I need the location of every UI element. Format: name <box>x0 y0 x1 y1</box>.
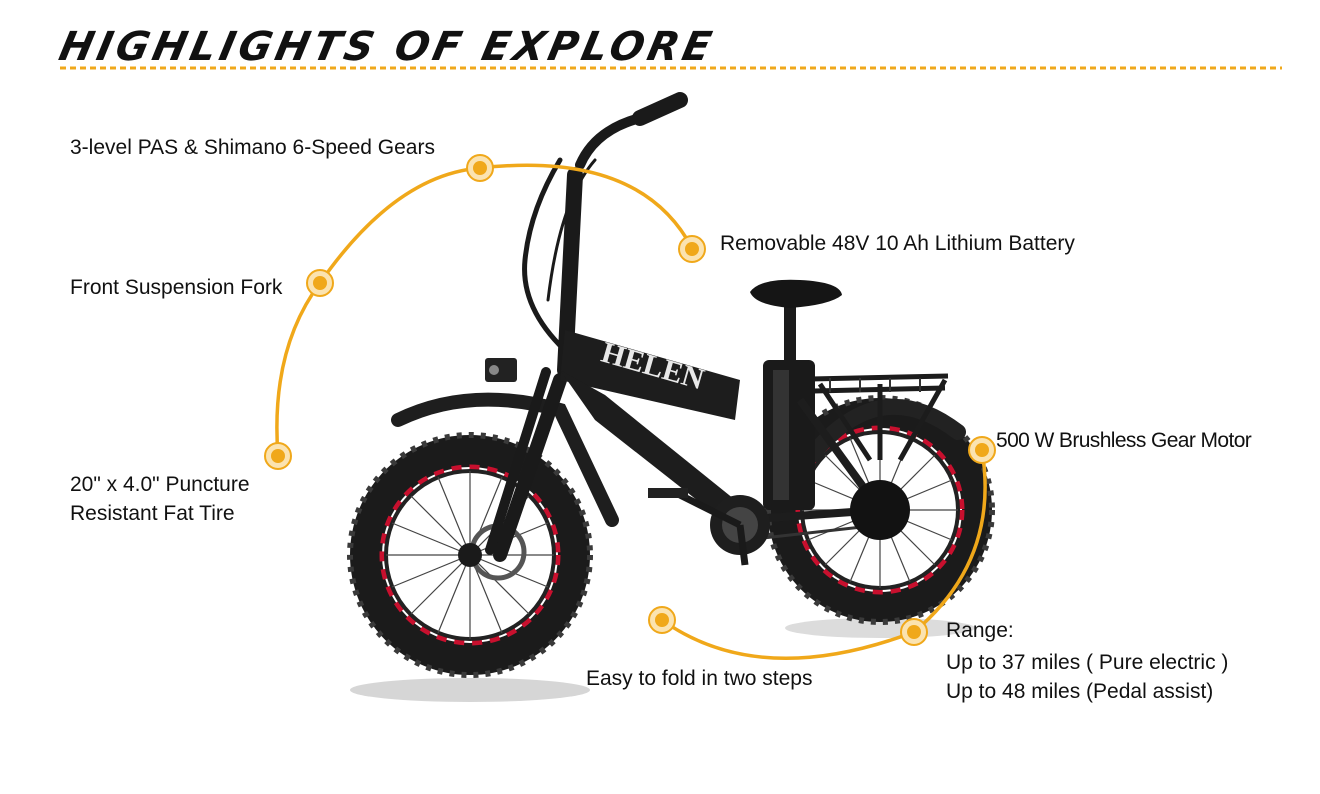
hub-motor <box>850 480 910 540</box>
feature-motor: 500 W Brushless Gear Motor <box>996 429 1252 452</box>
feature-gears: 3-level PAS & Shimano 6-Speed Gears <box>70 136 435 159</box>
dot-range <box>900 618 928 646</box>
feature-tire-line2: Resistant Fat Tire <box>70 502 235 525</box>
bike-illustration: HELEN <box>347 92 995 702</box>
feature-range-electric: Up to 37 miles ( Pure electric ) <box>946 651 1229 674</box>
feature-range-pedal: Up to 48 miles (Pedal assist) <box>946 680 1214 703</box>
saddle <box>750 279 842 308</box>
front-wheel <box>347 432 593 678</box>
dot-fold <box>648 606 676 634</box>
bike-frame <box>560 330 760 530</box>
page-title: HIGHLIGHTS OF EXPLORE <box>55 24 720 70</box>
dot-battery <box>678 235 706 263</box>
feature-fork: Front Suspension Fork <box>70 276 283 299</box>
callout-lines <box>275 163 987 660</box>
callout-dots <box>264 154 996 646</box>
suspension-fork <box>485 367 567 562</box>
dot-gears <box>466 154 494 182</box>
feature-range-title: Range: <box>946 619 1014 642</box>
feature-tire-line1: 20" x 4.0" Puncture <box>70 473 250 496</box>
feature-fold: Easy to fold in two steps <box>586 667 813 690</box>
feature-battery: Removable 48V 10 Ah Lithium Battery <box>720 232 1075 255</box>
dot-tire <box>264 442 292 470</box>
dot-fork <box>306 269 334 297</box>
dot-motor <box>968 436 996 464</box>
